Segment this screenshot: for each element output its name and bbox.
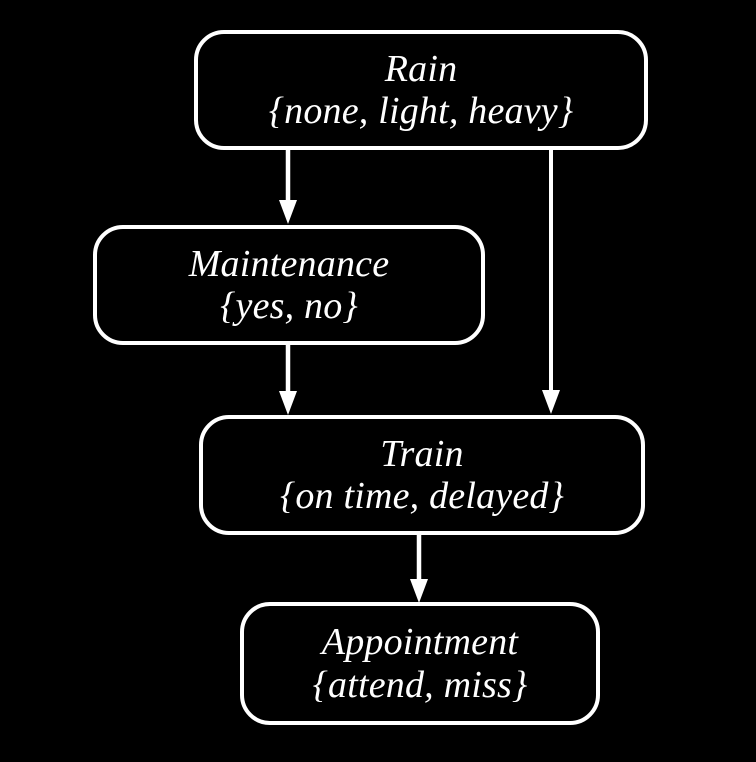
node-appointment-states: {attend, miss}: [312, 663, 528, 706]
node-rain-states: {none, light, heavy}: [268, 90, 574, 132]
edge-train-to-appointment: [403, 535, 435, 605]
node-appointment[interactable]: Appointment {attend, miss}: [240, 602, 600, 725]
edge-maintenance-to-train: [272, 345, 304, 417]
node-maintenance-title: Maintenance: [188, 242, 390, 285]
node-appointment-title: Appointment: [321, 621, 519, 664]
node-train-title: Train: [380, 432, 464, 475]
node-train[interactable]: Train {on time, delayed}: [199, 415, 645, 535]
node-maintenance-states: {yes, no}: [220, 285, 358, 327]
node-rain-title: Rain: [384, 47, 458, 90]
edge-rain-to-maintenance: [272, 150, 304, 226]
edge-rain-to-train: [535, 150, 567, 416]
node-rain[interactable]: Rain {none, light, heavy}: [194, 30, 648, 150]
node-maintenance[interactable]: Maintenance {yes, no}: [93, 225, 485, 345]
node-train-states: {on time, delayed}: [279, 475, 565, 517]
